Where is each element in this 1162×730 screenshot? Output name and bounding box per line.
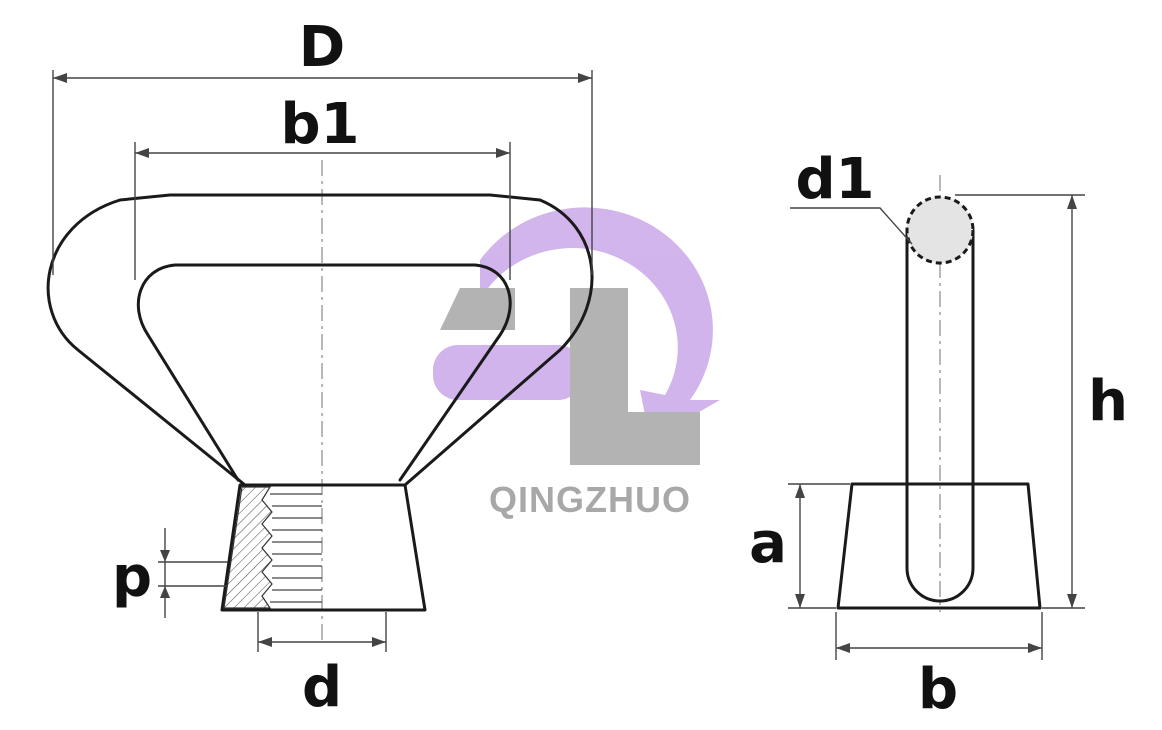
watermark-gray-e-shape bbox=[440, 288, 515, 330]
inner-opening-outline bbox=[136, 263, 512, 482]
front-view: D b1 p d bbox=[46, 15, 594, 720]
dim-d-arrow-right bbox=[372, 637, 386, 647]
watermark-purple-bar bbox=[433, 345, 583, 400]
dim-a-arrow-bottom bbox=[795, 594, 805, 608]
dim-a-arrow-top bbox=[795, 484, 805, 498]
dim-b-arrow-left bbox=[836, 643, 850, 653]
watermark-purple-ring bbox=[480, 207, 720, 440]
dim-d1-leader bbox=[790, 207, 913, 245]
dim-D-arrow-left bbox=[53, 73, 67, 83]
dim-h-arrow-bottom bbox=[1067, 594, 1077, 608]
dim-p-arrow-top bbox=[160, 550, 170, 562]
label-D: D bbox=[299, 15, 345, 80]
side-view: d1 h a b bbox=[749, 147, 1128, 722]
watermark-gray-l-shape bbox=[570, 288, 700, 465]
label-p: p bbox=[112, 545, 152, 610]
side-base-outline bbox=[836, 482, 1042, 610]
outer-loop-outline bbox=[46, 193, 594, 487]
watermark-logo: QINGZHUO bbox=[433, 207, 720, 520]
rod-cross-section bbox=[905, 195, 975, 265]
label-h: h bbox=[1088, 369, 1128, 434]
watermark-text: QINGZHUO bbox=[489, 479, 691, 520]
dim-b1-arrow-left bbox=[135, 148, 149, 158]
dim-b1-arrow-right bbox=[496, 148, 510, 158]
rod-outline bbox=[905, 228, 975, 603]
dim-h-arrow-top bbox=[1067, 195, 1077, 209]
thread-section-hatch bbox=[223, 486, 273, 609]
thread-teeth bbox=[270, 493, 322, 603]
dim-d-arrow-left bbox=[258, 637, 272, 647]
dim-b-arrow-right bbox=[1028, 643, 1042, 653]
label-d: d bbox=[302, 655, 342, 720]
label-b: b bbox=[918, 657, 958, 722]
dim-p-arrow-bottom bbox=[160, 586, 170, 598]
label-b1: b1 bbox=[280, 92, 359, 157]
nut-base-outline bbox=[220, 483, 427, 612]
dim-D-arrow-right bbox=[578, 73, 592, 83]
label-a: a bbox=[749, 511, 787, 576]
label-d1: d1 bbox=[795, 147, 874, 212]
